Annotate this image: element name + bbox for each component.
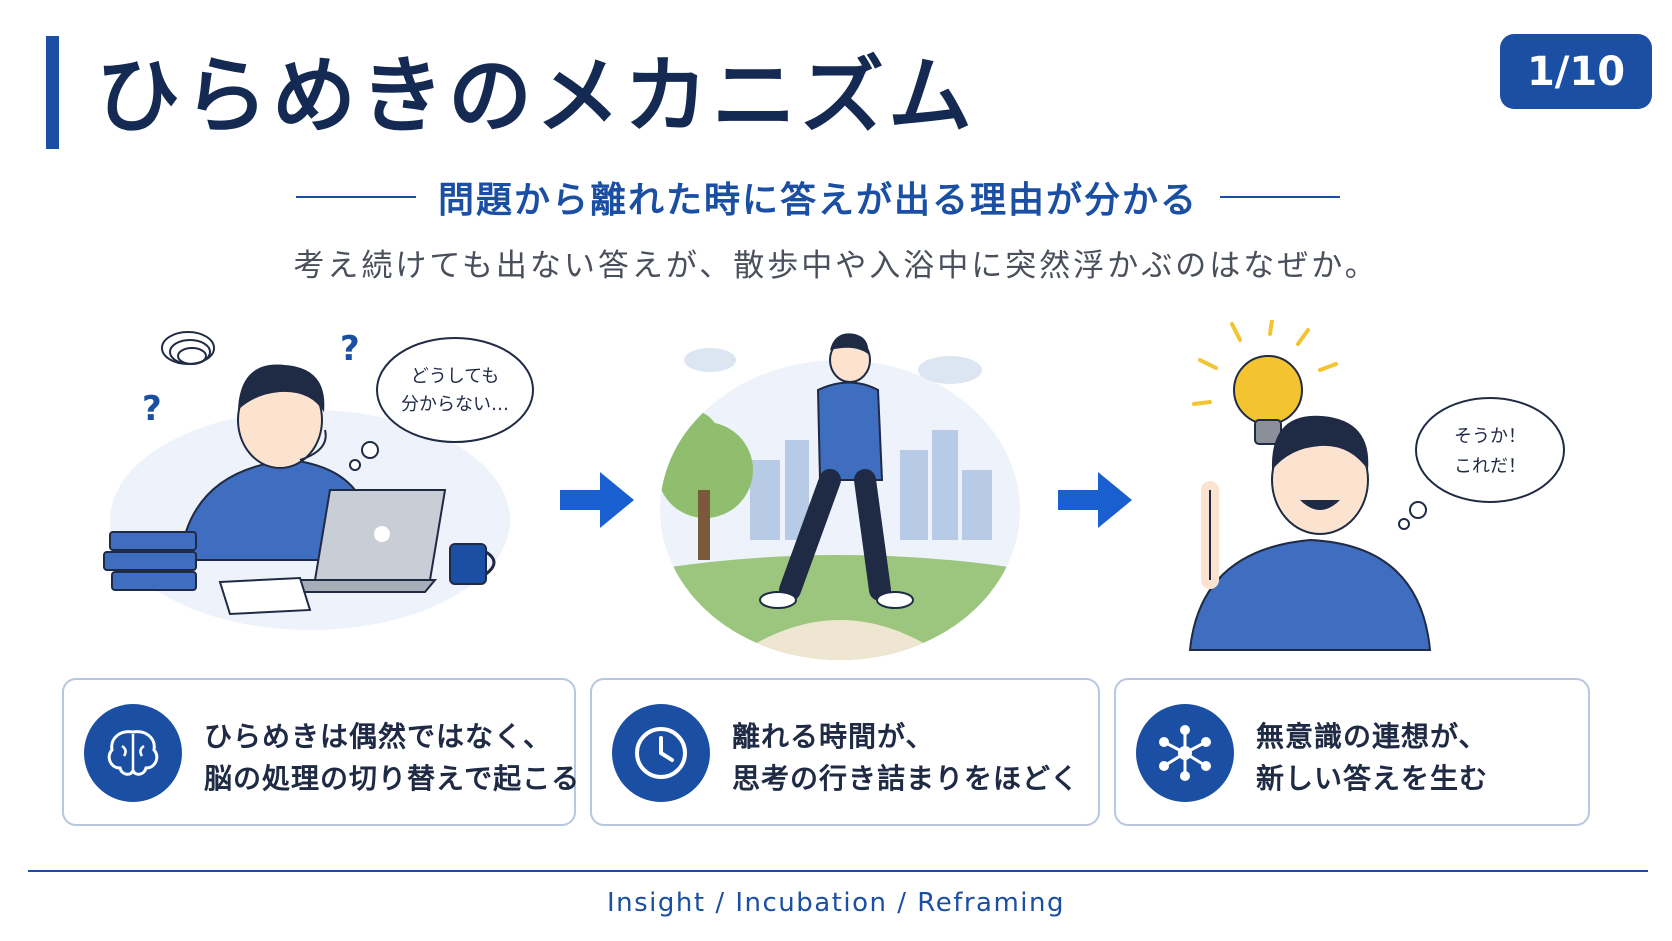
card-text-1: ひらめきは偶然ではなく、 脳の処理の切り替えで起こる — [204, 716, 580, 800]
thought-bubble-insight: そうか！ これだ！ — [1398, 397, 1565, 530]
card-text-3-line2: 新しい答えを生む — [1256, 762, 1489, 795]
scene-insight-illustration: そうか！ これだ！ — [1188, 320, 1565, 651]
papers-icon — [218, 576, 312, 616]
thought-text-stuck-line1: どうしても — [411, 366, 500, 387]
thought-text-insight-line2: これだ！ — [1454, 456, 1526, 477]
footer-keywords: Insight / Incubation / Reframing — [606, 888, 1066, 918]
card-text-2-line1: 離れる時間が、 — [732, 720, 935, 753]
subtitle-row: 問題から離れた時に答えが出る理由が分かる — [258, 172, 1378, 222]
confusion-scribble-icon — [161, 331, 215, 365]
walking-path — [730, 620, 950, 660]
person-pointing — [1188, 415, 1432, 651]
thought-text-insight-line1: そうか！ — [1454, 426, 1526, 447]
clock-icon — [612, 704, 710, 802]
subtitle-rule-left — [295, 196, 416, 198]
thought-text-stuck-line2: 分からない… — [401, 394, 509, 415]
page-title: ひらめきのメカニズム — [96, 47, 977, 145]
arrow-right-icon — [1058, 472, 1132, 528]
brain-icon — [84, 704, 182, 802]
book-stack-icon — [103, 531, 197, 591]
scene-walk-illustration — [660, 333, 1020, 660]
card-text-3: 無意識の連想が、 新しい答えを生む — [1256, 716, 1488, 800]
question-mark-icon: ? — [340, 329, 360, 369]
city-skyline-icon — [750, 430, 992, 540]
card-text-2: 離れる時間が、 思考の行き詰まりをほどく — [732, 716, 1079, 800]
arrow-right-icon — [560, 472, 634, 528]
insight-card-2: 離れる時間が、 思考の行き詰まりをほどく — [590, 678, 1100, 826]
mug-icon — [449, 543, 496, 585]
lead-text: 考え続けても出ない答えが、散歩中や入浴中に突然浮かぶのはなぜか。 — [293, 248, 1379, 284]
network-icon — [1136, 704, 1234, 802]
card-text-1-line1: ひらめきは偶然ではなく、 — [204, 720, 553, 753]
grass-hill — [660, 555, 1020, 660]
cloud-icon — [684, 348, 982, 384]
insight-card-1: ひらめきは偶然ではなく、 脳の処理の切り替えで起こる — [62, 678, 579, 826]
title-accent-bar — [46, 36, 59, 149]
scene-stuck-illustration: ? ? どうしても 分からない… — [103, 329, 534, 630]
person-walking — [759, 333, 914, 609]
card-text-2-line2: 思考の行き詰まりをほどく — [732, 762, 1080, 795]
question-mark-icon: ? — [142, 389, 162, 429]
card-text-1-line2: 脳の処理の切り替えで起こる — [204, 762, 581, 795]
subtitle-rule-right — [1220, 196, 1340, 198]
insight-card-3: 無意識の連想が、 新しい答えを生む — [1114, 678, 1590, 826]
card-text-3-line1: 無意識の連想が、 — [1256, 720, 1488, 753]
thought-bubble-stuck: どうしても 分からない… — [349, 337, 534, 471]
page-indicator-badge: 1/10 — [1500, 34, 1652, 109]
laptop-icon — [267, 489, 447, 593]
lightbulb-icon — [1192, 320, 1338, 445]
footer-rule — [28, 870, 1648, 872]
subtitle: 問題から離れた時に答えが出る理由が分かる — [437, 180, 1198, 221]
